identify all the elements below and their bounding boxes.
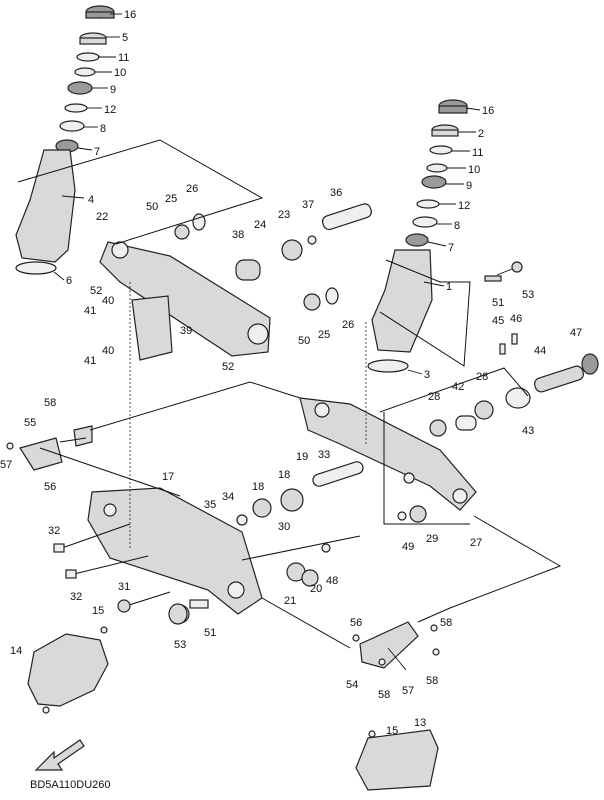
front-direction-arrow xyxy=(34,739,85,771)
callout-label: 31 xyxy=(118,581,130,593)
callout-label: 50 xyxy=(146,201,158,213)
right-arm-assembly xyxy=(299,397,494,523)
callout-label: 35 xyxy=(204,499,216,511)
callout-label: 18 xyxy=(278,469,290,481)
callout-label: 52 xyxy=(222,361,234,373)
callout-label: 58 xyxy=(378,689,390,701)
callout-label: 33 xyxy=(318,449,330,461)
left-bracket-assembly xyxy=(6,425,93,471)
callout-label: 15 xyxy=(92,605,104,617)
callout-label: 8 xyxy=(100,123,106,135)
callout-label: 13 xyxy=(414,717,426,729)
callout-label: 54 xyxy=(346,679,358,691)
callout-label: 7 xyxy=(448,242,454,254)
callouts: 16 5 11 10 9 12 8 7 4 6 16 2 11 10 9 12 … xyxy=(0,9,582,737)
callout-label: 42 xyxy=(452,381,464,393)
callout-label: 48 xyxy=(326,575,338,587)
callout-label: 6 xyxy=(66,275,72,287)
callout-label: 41 xyxy=(84,305,96,317)
right-cover xyxy=(355,729,439,791)
callout-label: 43 xyxy=(522,425,534,437)
callout-label: 21 xyxy=(284,595,296,607)
long-bolts xyxy=(53,523,188,625)
callout-label: 9 xyxy=(110,84,116,96)
callout-label: 8 xyxy=(454,220,460,232)
callout-label: 28 xyxy=(428,391,440,403)
callout-label: 3 xyxy=(424,369,430,381)
callout-label: 58 xyxy=(426,675,438,687)
callout-label: 23 xyxy=(278,209,290,221)
callout-label: 50 xyxy=(298,335,310,347)
callout-label: 24 xyxy=(254,219,266,231)
callout-label: 4 xyxy=(88,194,94,206)
left-column-stack xyxy=(15,5,115,275)
callout-label: 28 xyxy=(476,371,488,383)
callout-label: 32 xyxy=(48,525,60,537)
callout-label: 27 xyxy=(470,537,482,549)
callout-label: 37 xyxy=(302,199,314,211)
grouping-lines xyxy=(17,139,562,649)
left-cover xyxy=(27,626,109,714)
callout-label: 56 xyxy=(350,617,362,629)
callout-label: 25 xyxy=(318,329,330,341)
diagram-code: BD5A110DU260 xyxy=(30,779,111,791)
callout-label: 10 xyxy=(468,164,480,176)
callout-label: 26 xyxy=(342,319,354,331)
callout-label: 20 xyxy=(310,583,322,595)
callout-label: 7 xyxy=(94,146,100,158)
callout-label: 39 xyxy=(180,325,192,337)
callout-label: 57 xyxy=(0,459,12,471)
callout-label: 58 xyxy=(440,617,452,629)
callout-label: 16 xyxy=(482,105,494,117)
horizontal-bar-assembly xyxy=(484,261,599,409)
callout-label: 58 xyxy=(44,397,56,409)
lower-arm-assembly xyxy=(87,461,364,624)
right-column-stack xyxy=(367,99,468,373)
callout-label: 17 xyxy=(162,471,174,483)
callout-label: 18 xyxy=(252,481,264,493)
callout-label: 44 xyxy=(534,345,546,357)
callout-label: 29 xyxy=(426,533,438,545)
callout-label: 51 xyxy=(492,297,504,309)
callout-label: 47 xyxy=(570,327,582,339)
callout-label: 26 xyxy=(186,183,198,195)
callout-label: 10 xyxy=(114,67,126,79)
callout-label: 56 xyxy=(44,481,56,493)
callout-label: 11 xyxy=(472,147,483,159)
callout-label: 34 xyxy=(222,491,234,503)
callout-label: 25 xyxy=(165,193,177,205)
callout-label: 16 xyxy=(124,9,136,21)
callout-label: 57 xyxy=(402,685,414,697)
callout-label: 40 xyxy=(102,345,114,357)
callout-label: 2 xyxy=(478,128,484,140)
callout-label: 30 xyxy=(278,521,290,533)
callout-label: 15 xyxy=(386,725,398,737)
callout-label: 1 xyxy=(446,281,452,293)
callout-label: 52 xyxy=(90,285,102,297)
callout-label: 9 xyxy=(466,180,472,192)
callout-label: 12 xyxy=(104,104,116,116)
lower-bracket-assembly xyxy=(352,621,440,671)
callout-label: 55 xyxy=(24,417,36,429)
callout-label: 22 xyxy=(96,211,108,223)
callout-label: 36 xyxy=(330,187,342,199)
upper-arm-assembly xyxy=(99,203,372,361)
callout-label: 12 xyxy=(458,200,470,212)
callout-label: 46 xyxy=(510,313,522,325)
callout-label: 14 xyxy=(10,645,22,657)
callout-label: 45 xyxy=(492,315,504,327)
callout-label: 38 xyxy=(232,229,244,241)
callout-label: 5 xyxy=(122,32,128,44)
callout-label: 11 xyxy=(118,52,129,64)
callout-label: 51 xyxy=(204,627,216,639)
callout-label: 40 xyxy=(102,295,114,307)
callout-label: 53 xyxy=(174,639,186,651)
callout-label: 41 xyxy=(84,355,96,367)
callout-label: 49 xyxy=(402,541,414,553)
callout-label: 32 xyxy=(70,591,82,603)
callout-label: 19 xyxy=(296,451,308,463)
callout-label: 53 xyxy=(522,289,534,301)
